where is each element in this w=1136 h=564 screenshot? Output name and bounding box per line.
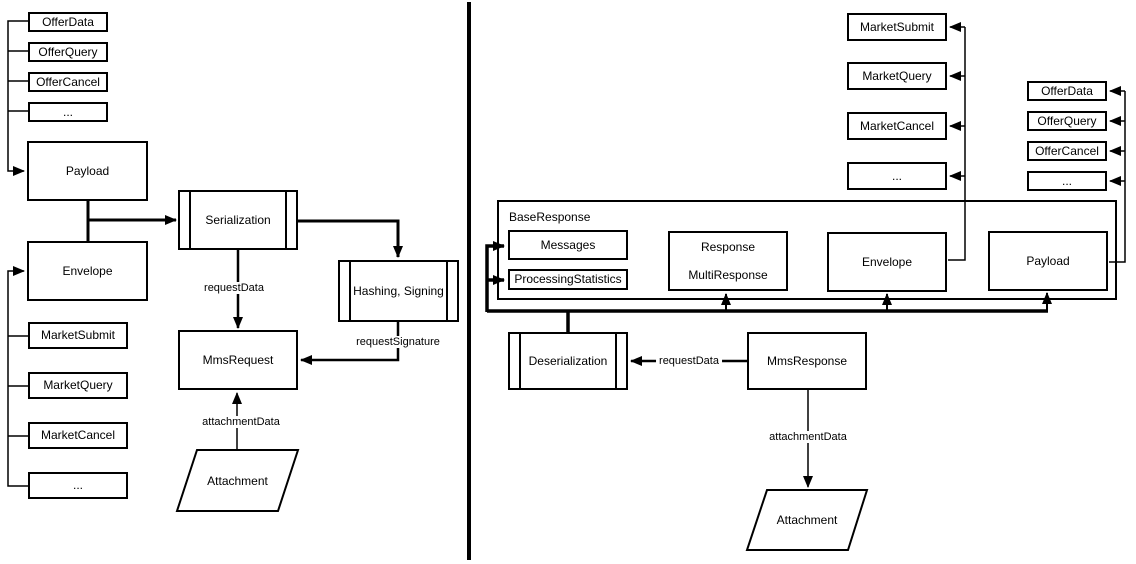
left-offers-to-payload-edge (7, 20, 28, 171)
right-envelope-to-markets-riser (948, 27, 966, 261)
right-offerdata-node: OfferData (1027, 81, 1107, 101)
left-marketsubmit-node: MarketSubmit (28, 322, 128, 349)
left-offerdata-node: OfferData (28, 12, 108, 32)
right-envelope-node: Envelope (827, 232, 947, 292)
left-requestdata-label: requestData (201, 282, 267, 294)
right-marketcancel-node: MarketCancel (847, 112, 947, 140)
right-mmsresponse-node: MmsResponse (747, 332, 867, 390)
right-messages-node: Messages (508, 230, 628, 260)
left-attachmentdata-label: attachmentData (199, 416, 283, 428)
right-response-line1: Response (700, 240, 756, 255)
right-deserialization-node: Deserialization (508, 332, 628, 390)
right-marketsubmit-node: MarketSubmit (847, 13, 947, 41)
left-hashing-signing-node: Hashing, Signing (338, 260, 459, 322)
right-response-node: Response MultiResponse (668, 231, 788, 291)
right-payload-node: Payload (988, 231, 1108, 291)
right-processingstatistics-node: ProcessingStatistics (508, 269, 628, 290)
right-attachment-label: Attachment (776, 513, 838, 527)
left-envelope-node: Envelope (27, 241, 148, 301)
left-serialization-node: Serialization (178, 190, 298, 250)
left-offerquery-node: OfferQuery (28, 42, 108, 62)
right-offerquery-node: OfferQuery (1027, 111, 1107, 131)
left-mmsrequest-node: MmsRequest (178, 330, 298, 390)
left-offercancel-node: OfferCancel (28, 72, 108, 92)
baseresponse-container (497, 200, 1117, 300)
left-markets-to-envelope-edge (7, 271, 28, 487)
right-offer-ellipsis-node: ... (1027, 171, 1107, 191)
right-market-ellipsis-node: ... (847, 162, 947, 190)
left-serialization-to-hashing-edge (298, 219, 403, 258)
left-requestsignature-edge (300, 322, 400, 365)
left-attachment-shape (175, 449, 300, 512)
right-payload-to-offers-riser (1109, 91, 1126, 263)
baseresponse-label: BaseResponse (509, 210, 591, 224)
right-marketquery-node: MarketQuery (847, 62, 947, 90)
left-marketcancel-node: MarketCancel (28, 422, 128, 449)
left-attachment-label: Attachment (207, 473, 268, 488)
right-requestdata-label: requestData (656, 355, 722, 367)
left-offer-ellipsis-node: ... (28, 102, 108, 122)
right-attachment-shape (745, 489, 869, 551)
right-attachmentdata-label: attachmentData (766, 431, 850, 443)
left-marketquery-node: MarketQuery (28, 372, 128, 399)
right-offercancel-node: OfferCancel (1027, 141, 1107, 161)
right-response-line2: MultiResponse (688, 267, 768, 282)
left-market-ellipsis-node: ... (28, 472, 128, 499)
left-requestsignature-label: requestSignature (353, 336, 443, 348)
left-payload-node: Payload (27, 141, 148, 201)
request-response-divider (467, 2, 471, 560)
